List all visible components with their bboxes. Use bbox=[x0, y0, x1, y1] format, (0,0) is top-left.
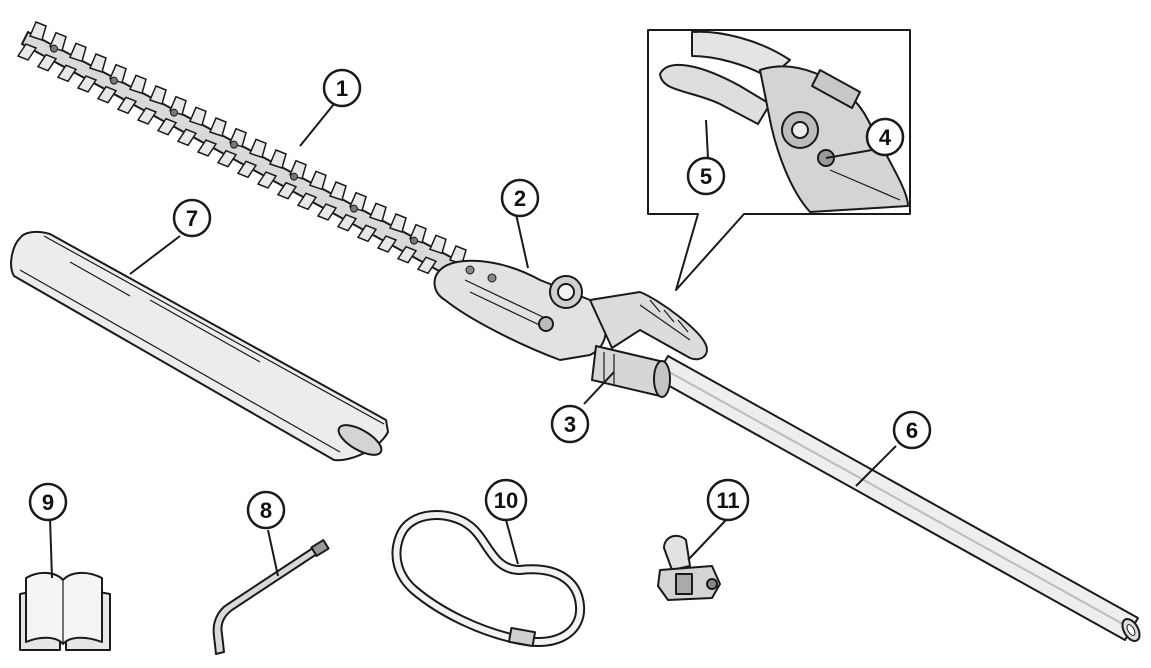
hex-wrench bbox=[212, 539, 330, 655]
blade-tooth-lower bbox=[176, 128, 198, 147]
callout-1: 1 bbox=[322, 68, 362, 108]
callout-7-label: 7 bbox=[186, 206, 198, 231]
callout-6-label: 6 bbox=[906, 418, 918, 443]
blade-tooth-upper bbox=[328, 181, 347, 201]
blade-rivet bbox=[290, 172, 298, 181]
handle-grip-main bbox=[589, 291, 708, 361]
blade-rivet bbox=[230, 140, 238, 149]
callout-3-label: 3 bbox=[564, 412, 576, 437]
blade-tooth-lower bbox=[336, 213, 358, 232]
callout-group: 1 2 3 4 5 6 7 8 bbox=[28, 68, 932, 530]
blade-tooth-upper bbox=[88, 53, 107, 73]
blade-rivet bbox=[410, 236, 418, 245]
callout-4: 4 bbox=[865, 117, 905, 157]
callout-11-label: 11 bbox=[716, 488, 739, 513]
blade-tooth-lower bbox=[376, 235, 398, 253]
blade-cover bbox=[10, 230, 389, 462]
blade-tooth-lower bbox=[116, 96, 138, 115]
blade-tooth-upper bbox=[428, 234, 447, 255]
gear-case bbox=[433, 259, 607, 361]
blade-tooth-lower bbox=[316, 203, 338, 221]
hanger-clip bbox=[657, 534, 721, 601]
blade-tooth-lower bbox=[36, 53, 58, 72]
callout-1-label: 1 bbox=[336, 76, 348, 101]
blade-tooth-lower bbox=[56, 64, 78, 83]
blade-tooth-lower bbox=[276, 181, 298, 200]
callout-5: 5 bbox=[686, 156, 726, 196]
blade-rivet bbox=[110, 76, 118, 85]
callout-6: 6 bbox=[892, 410, 932, 450]
blade-tooth-lower bbox=[76, 75, 98, 93]
blade-tooth-upper bbox=[308, 170, 327, 191]
blade-tooth-lower bbox=[296, 192, 318, 211]
blade-tooth-lower bbox=[136, 107, 158, 125]
leader-lines bbox=[49, 103, 897, 579]
blade-tooth-lower bbox=[96, 85, 118, 104]
callout-2-label: 2 bbox=[514, 186, 526, 211]
blade-tooth-upper bbox=[128, 74, 147, 95]
blade-tooth-upper bbox=[188, 106, 207, 127]
callout-9-label: 9 bbox=[42, 490, 54, 515]
blade-rivet bbox=[170, 108, 178, 117]
blade-tooth-lower bbox=[416, 256, 438, 275]
blade-tooth-upper bbox=[28, 21, 47, 41]
blade-tooth-upper bbox=[148, 85, 167, 105]
callout-4-label: 4 bbox=[879, 125, 892, 150]
blade-tooth-lower bbox=[256, 171, 278, 189]
blade-rivet bbox=[50, 44, 58, 53]
blade-tooth-lower bbox=[216, 149, 238, 168]
blade-tooth-lower bbox=[236, 160, 258, 179]
callout-9: 9 bbox=[28, 482, 68, 522]
blade-tooth-upper bbox=[68, 42, 87, 63]
blade-tooth-upper bbox=[388, 213, 407, 233]
shoulder-strap bbox=[391, 510, 586, 647]
callout-8-label: 8 bbox=[260, 498, 272, 523]
detail-inset bbox=[647, 29, 911, 291]
callout-7: 7 bbox=[172, 198, 212, 238]
shaft-coupling bbox=[591, 345, 671, 398]
hedge-trimmer-blade bbox=[16, 21, 467, 285]
callout-10: 10 bbox=[484, 478, 528, 522]
blade-tooth-upper bbox=[208, 117, 227, 137]
blade-tooth-upper bbox=[368, 202, 387, 223]
callout-2: 2 bbox=[500, 178, 540, 218]
callout-3: 3 bbox=[550, 404, 590, 444]
instruction-manual bbox=[19, 572, 111, 651]
blade-rivet bbox=[350, 204, 358, 213]
blade-tooth-lower bbox=[396, 245, 418, 264]
blade-tooth-lower bbox=[156, 117, 178, 136]
callout-8: 8 bbox=[246, 490, 286, 530]
blade-tooth-lower bbox=[356, 224, 378, 243]
blade-tooth-lower bbox=[16, 43, 38, 61]
blade-tooth-upper bbox=[248, 138, 267, 159]
callout-11: 11 bbox=[706, 478, 750, 522]
callout-5-label: 5 bbox=[700, 164, 712, 189]
blade-tooth-upper bbox=[268, 149, 287, 169]
blade-tooth-lower bbox=[196, 139, 218, 157]
callout-10-label: 10 bbox=[494, 488, 518, 513]
